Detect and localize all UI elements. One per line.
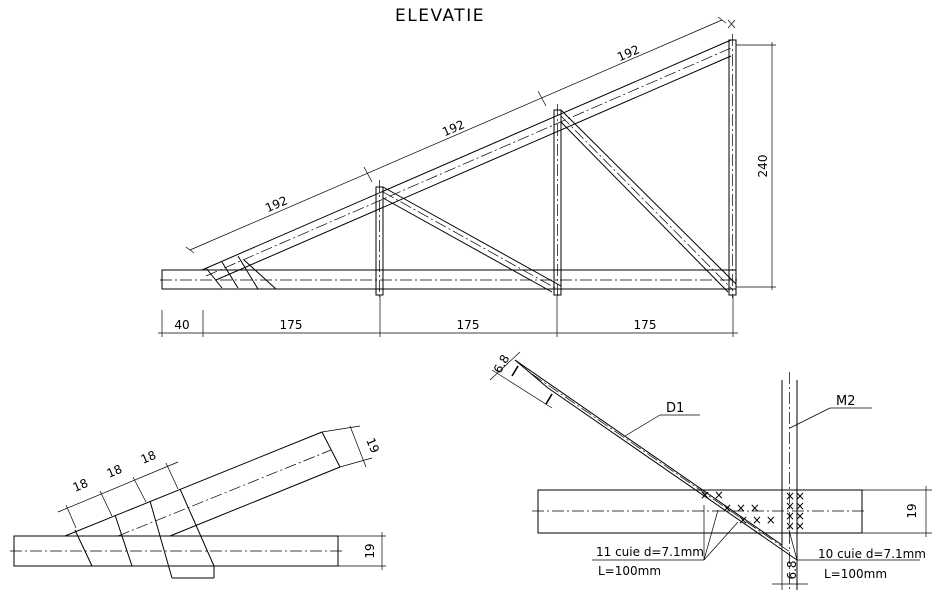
svg-text:××: ×× (785, 509, 805, 523)
thickness-top: 6.8 (491, 352, 513, 376)
joint-diagonal (514, 359, 798, 561)
vertical-post-1 (375, 180, 384, 298)
beam-depth-right: 19 (905, 503, 919, 518)
nails-right-line2: L=100mm (824, 567, 887, 581)
base-segment-4: 175 (634, 318, 657, 332)
detail-notch-lines (74, 488, 215, 579)
ridge-mark (727, 19, 736, 29)
base-segment-3: 175 (457, 318, 480, 332)
rafter-dimension: 192 192 192 (185, 16, 727, 254)
rafter-depth-dimension: 19 (321, 425, 382, 468)
base-segment-1: 40 (174, 318, 189, 332)
joint-beam (532, 489, 866, 534)
height-value: 240 (756, 155, 770, 178)
rafter-segment-1: 192 (263, 193, 290, 215)
svg-text:××: ×× (785, 499, 805, 513)
rafter-segment-3: 192 (615, 42, 642, 64)
bottom-chord (160, 269, 740, 290)
nails-left-note: 11 cuie d=7.1mm L=100mm (592, 505, 739, 578)
joint-beam-depth-dim: 19 (862, 486, 932, 537)
nail-marks: × × × × × × × × ×× ×× ×× ×× (700, 488, 805, 533)
vertical-post-2 (553, 104, 562, 298)
joint-detail: × × × × × × × × ×× ×× ×× ×× 6.8 D1 M2 (489, 351, 932, 592)
spacing-3: 18 (139, 448, 159, 467)
diagonal-1 (382, 186, 562, 293)
diagonal-label: D1 (666, 401, 684, 416)
diagonal-thickness-dim: 6.8 (489, 351, 553, 409)
svg-text:× × ×: × × × (738, 513, 776, 527)
detail-beam (10, 535, 342, 567)
spacing-1: 18 (71, 476, 91, 495)
thickness-bottom: 6.8 (785, 560, 799, 579)
top-chord-rafter (201, 39, 732, 290)
svg-text:××: ×× (785, 489, 805, 503)
svg-text:× × ×: × × × (722, 501, 760, 515)
eave-detail: 18 18 18 19 19 (10, 425, 386, 579)
beam-depth-left: 19 (363, 543, 377, 558)
diagonal-leader: D1 (624, 401, 700, 437)
spacing-2: 18 (105, 462, 125, 481)
post-leader: M2 (789, 394, 872, 429)
nails-left-line2: L=100mm (598, 564, 661, 578)
vertical-post-3 (728, 34, 737, 298)
nails-right-line1: 10 cuie d=7.1mm (818, 547, 926, 561)
diagonal-2 (560, 109, 737, 293)
height-dimension: 240 (736, 42, 776, 290)
spacing-dimension: 18 18 18 (57, 448, 179, 529)
base-dimension: 40 175 175 175 (158, 296, 738, 337)
truss-elevation: ELEVATIE (158, 6, 776, 337)
base-segment-2: 175 (280, 318, 303, 332)
svg-text:××: ×× (785, 519, 805, 533)
elevation-title: ELEVATIE (395, 6, 485, 26)
rafter-depth: 19 (363, 436, 382, 456)
post-label: M2 (836, 394, 856, 409)
beam-depth-dimension: 19 (338, 532, 386, 570)
nails-right-note: 10 cuie d=7.1mm L=100mm (788, 529, 926, 581)
post-thickness-dim: 6.8 (772, 545, 808, 590)
nails-left-line1: 11 cuie d=7.1mm (596, 545, 704, 559)
svg-text:× ×: × × (700, 488, 724, 502)
detail-rafter (64, 431, 341, 537)
